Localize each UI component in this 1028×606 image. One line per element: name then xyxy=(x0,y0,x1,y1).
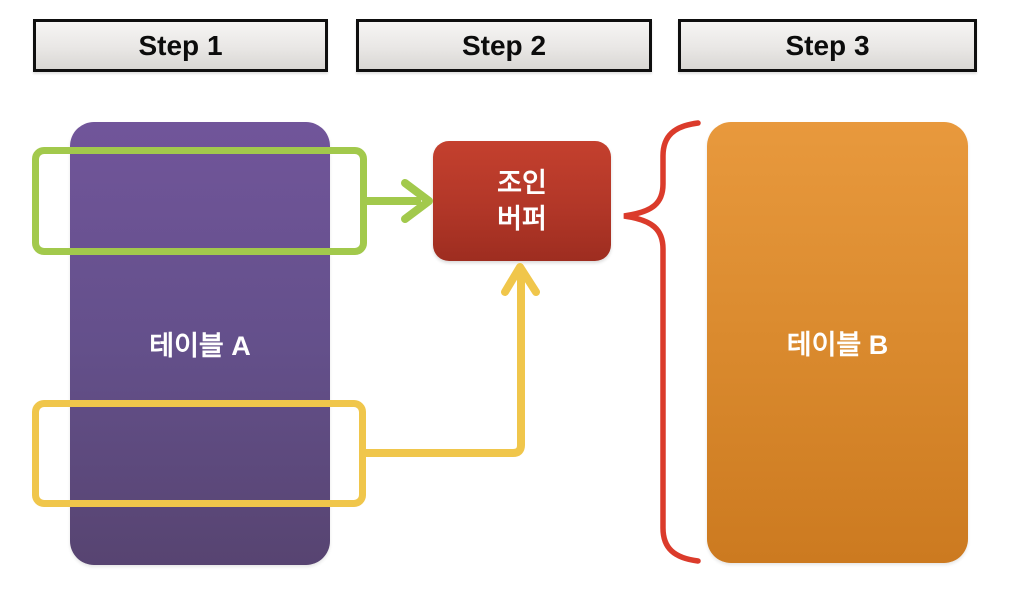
table-b-label: 테이블 B xyxy=(786,330,889,360)
step-3-label: Step 3 xyxy=(785,29,870,61)
step-3-header: Step 3 xyxy=(678,19,977,72)
step-2-header: Step 2 xyxy=(356,19,652,72)
table-b-box: 테이블 B xyxy=(707,122,968,563)
step-1-label: Step 1 xyxy=(138,29,223,61)
join-buffer-label-line1: 조인 xyxy=(497,168,547,198)
green-scan-range-outline xyxy=(32,147,367,255)
yellow-scan-range-outline xyxy=(32,400,366,507)
table-a-box: 테이블 A xyxy=(70,122,330,565)
green-arrow-icon xyxy=(367,179,433,223)
step-2-label: Step 2 xyxy=(461,29,547,61)
table-a-label: 테이블 A xyxy=(149,331,251,361)
join-buffer-box: 조인 버퍼 xyxy=(433,141,611,261)
red-brace-icon xyxy=(623,120,701,564)
join-buffer-label-line2: 버퍼 xyxy=(497,204,547,234)
step-1-header: Step 1 xyxy=(33,19,328,72)
yellow-arrow-icon xyxy=(366,263,540,457)
